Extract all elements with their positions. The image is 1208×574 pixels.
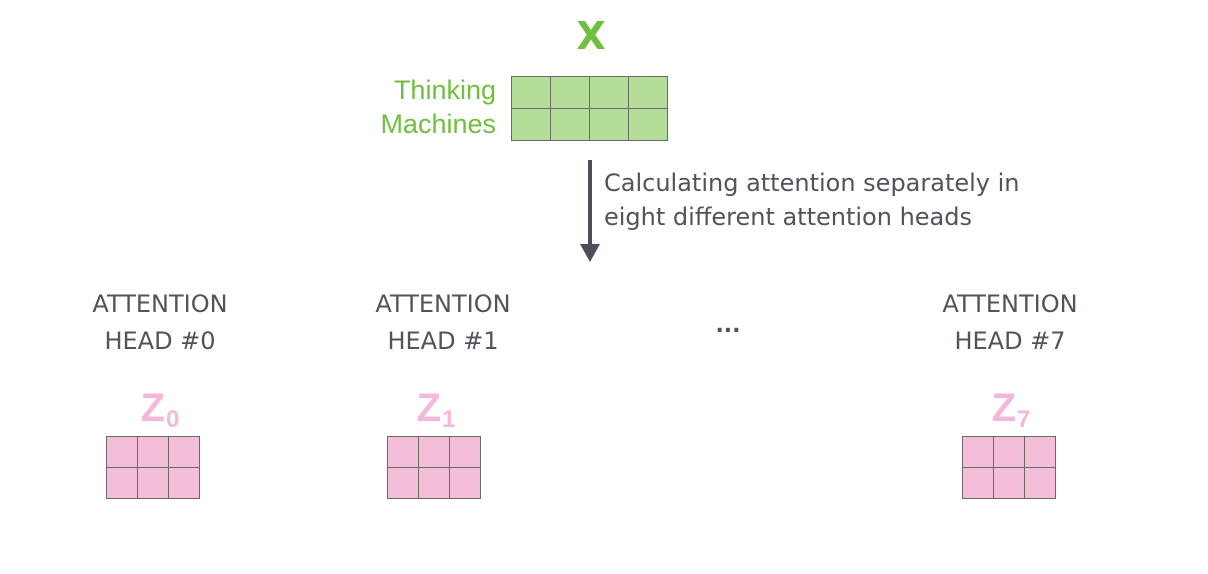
z-matrix-row: [106, 436, 200, 468]
z-matrix-cell: [168, 467, 200, 499]
input-word-machines: Machines: [380, 109, 496, 139]
z-matrix-row: [962, 467, 1056, 499]
x-matrix-cell: [628, 76, 668, 109]
heads-ellipsis: ...: [715, 313, 741, 338]
head-7-title: ATTENTION HEAD #7: [910, 286, 1110, 360]
x-matrix-cell: [550, 108, 590, 141]
x-matrix-cell: [511, 108, 551, 141]
z7-label: Z7: [951, 386, 1071, 442]
z-label-base: Z: [416, 386, 442, 430]
x-matrix-cell: [628, 108, 668, 141]
z-label-base: Z: [140, 386, 166, 430]
x-matrix-cell: [511, 76, 551, 109]
z-matrix-row: [106, 467, 200, 499]
z-matrix-cell: [106, 467, 138, 499]
z-matrix-cell: [387, 467, 419, 499]
head-1-title: ATTENTION HEAD #1: [343, 286, 543, 360]
z1-matrix-grid: [387, 436, 481, 499]
z7-matrix-grid: [962, 436, 1056, 499]
z-matrix-cell: [993, 467, 1025, 499]
z-label-subscript: 1: [442, 406, 456, 433]
z-matrix-row: [387, 436, 481, 468]
down-arrow-icon: [580, 244, 600, 262]
z-matrix-cell: [418, 436, 450, 468]
arrow-caption: Calculating attention separately in eigh…: [604, 166, 1020, 234]
z-matrix-cell: [449, 436, 481, 468]
z-matrix-cell: [418, 467, 450, 499]
z-matrix-cell: [449, 467, 481, 499]
x-matrix-label: X: [576, 14, 606, 58]
z-label-subscript: 0: [166, 406, 180, 433]
input-word-thinking: Thinking: [393, 75, 496, 105]
head-title-line: ATTENTION: [375, 290, 511, 318]
x-matrix-cell: [589, 76, 629, 109]
z-matrix-cell: [1024, 467, 1056, 499]
x-matrix-cell: [550, 76, 590, 109]
arrow-caption-line: eight different attention heads: [604, 203, 973, 231]
z-matrix-cell: [387, 436, 419, 468]
z-matrix-cell: [137, 436, 169, 468]
head-title-line: HEAD #1: [387, 327, 499, 355]
z-matrix-cell: [137, 467, 169, 499]
down-arrow-shaft: [588, 160, 592, 248]
z-matrix-row: [387, 467, 481, 499]
z-matrix-row: [962, 436, 1056, 468]
head-title-line: ATTENTION: [942, 290, 1078, 318]
z-matrix-cell: [168, 436, 200, 468]
head-title-line: ATTENTION: [92, 290, 228, 318]
x-matrix-cell: [589, 108, 629, 141]
head-0-title: ATTENTION HEAD #0: [60, 286, 260, 360]
z-label-base: Z: [991, 386, 1017, 430]
x-matrix-row: [511, 76, 668, 109]
head-title-line: HEAD #7: [954, 327, 1066, 355]
x-matrix-grid: [511, 76, 668, 141]
arrow-caption-line: Calculating attention separately in: [604, 169, 1020, 197]
z-matrix-cell: [993, 436, 1025, 468]
z0-matrix-grid: [106, 436, 200, 499]
x-matrix-row: [511, 108, 668, 141]
z1-label: Z1: [376, 386, 496, 442]
z-matrix-cell: [1024, 436, 1056, 468]
head-title-line: HEAD #0: [104, 327, 216, 355]
z-matrix-cell: [962, 467, 994, 499]
z0-label: Z0: [100, 386, 220, 442]
z-matrix-cell: [106, 436, 138, 468]
z-label-subscript: 7: [1017, 406, 1031, 433]
z-matrix-cell: [962, 436, 994, 468]
